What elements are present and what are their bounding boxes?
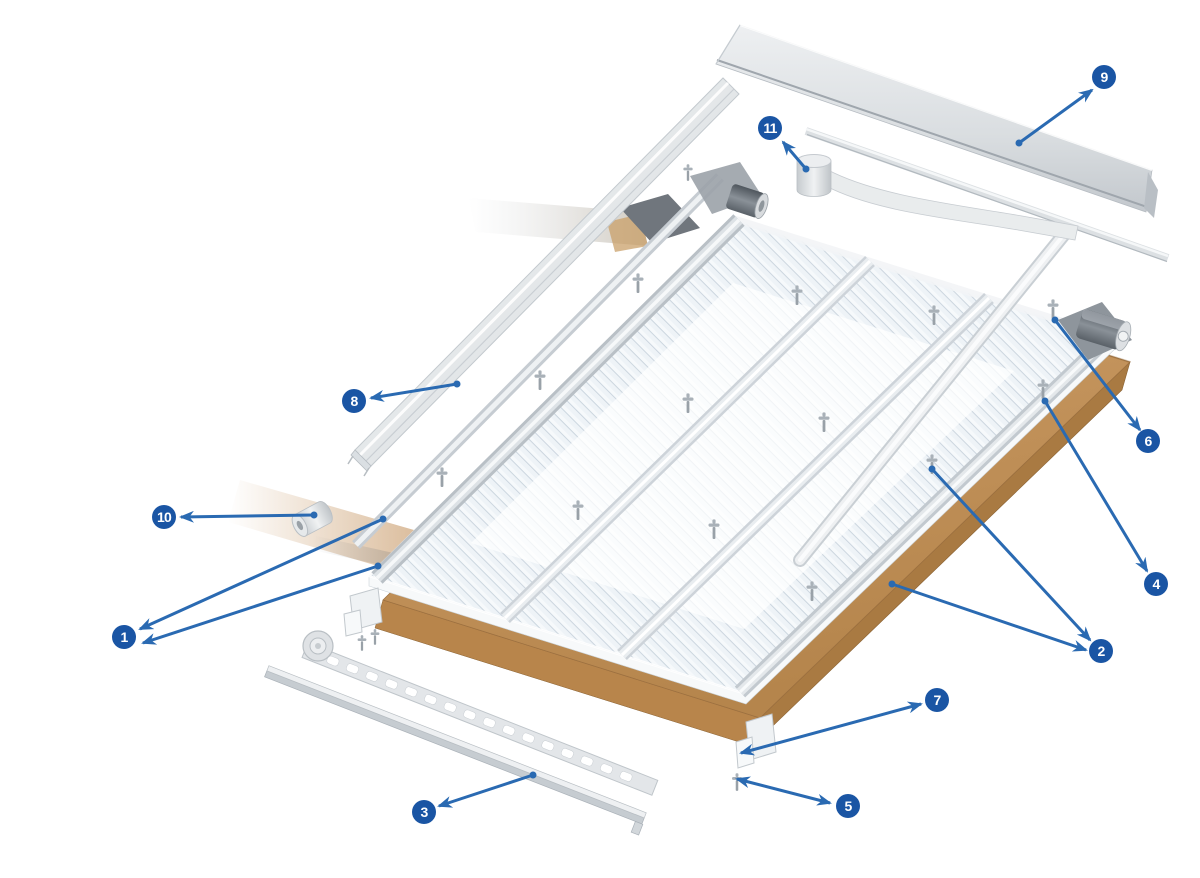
wall-flashing xyxy=(715,24,1158,218)
glazing-bar-intermediate xyxy=(617,292,994,661)
callout-badge-3: 3 xyxy=(412,800,436,824)
leader-arrows xyxy=(138,88,1149,808)
callout-badge-6: 6 xyxy=(1136,429,1160,453)
leader-arrow-10 xyxy=(179,510,315,523)
leader-arrow-1a xyxy=(138,517,384,631)
callout-badge-3-label: 3 xyxy=(420,804,429,820)
callout-badge-4: 4 xyxy=(1144,572,1168,596)
cover-bar-right xyxy=(793,225,1073,567)
f-profile xyxy=(264,665,647,836)
glazing-bar-left-edge xyxy=(371,214,745,584)
callout-badge-8: 8 xyxy=(342,389,366,413)
right-corner-roller xyxy=(1058,302,1132,360)
glazing-bar-right-edge xyxy=(734,330,1116,698)
glazing-bar-intermediate xyxy=(500,255,875,624)
leader-arrow-5 xyxy=(735,776,832,806)
sheet-inner-panel xyxy=(471,283,1014,629)
leader-arrow-8 xyxy=(369,382,458,402)
callout-badge-6-label: 6 xyxy=(1144,433,1153,449)
leader-arrow-2b xyxy=(891,582,1088,652)
leader-arrow-7 xyxy=(739,701,923,756)
leader-arrow-11 xyxy=(781,140,808,170)
callout-badge-7: 7 xyxy=(925,688,949,712)
callout-badge-5: 5 xyxy=(836,794,860,818)
callout-badge-10-label: 10 xyxy=(157,509,172,525)
leader-arrow-3 xyxy=(437,773,534,808)
callout-badge-8-label: 8 xyxy=(350,393,359,409)
anti-dust-tape-roll xyxy=(291,501,333,537)
callout-badge-11: 11 xyxy=(758,116,782,140)
callout-badge-1: 1 xyxy=(112,625,136,649)
screw xyxy=(370,629,380,645)
callout-badge-10: 10 xyxy=(152,505,176,529)
callout-badge-2-label: 2 xyxy=(1097,643,1106,659)
top-cap-channel xyxy=(347,77,740,477)
clip-screw xyxy=(732,773,742,791)
leader-arrow-4 xyxy=(1043,400,1149,573)
callout-badge-9-label: 9 xyxy=(1100,69,1109,85)
screw xyxy=(357,635,367,651)
breather-strip xyxy=(301,630,659,796)
callout-badge-9: 9 xyxy=(1092,65,1116,89)
callout-badge-2: 2 xyxy=(1089,639,1113,663)
callout-badge-1-label: 1 xyxy=(120,629,129,645)
callout-badge-11-label: 11 xyxy=(763,120,777,136)
leader-arrow-9 xyxy=(1018,88,1094,145)
glazing-bars xyxy=(352,173,1116,698)
top-corner-flashing-faded xyxy=(468,194,700,252)
leader-arrow-2a xyxy=(930,467,1092,642)
top-corner-roller xyxy=(690,162,769,219)
callout-badge-4-label: 4 xyxy=(1152,576,1161,592)
leader-arrow-1b xyxy=(141,564,379,645)
wall-bar-strip xyxy=(804,127,1170,263)
callout-badge-5-label: 5 xyxy=(844,798,853,814)
callout-badge-7-label: 7 xyxy=(933,692,942,708)
side-glazing-bar xyxy=(352,173,724,549)
left-corner-clip xyxy=(343,587,383,651)
leader-arrow-6 xyxy=(1053,319,1142,432)
leader-dots xyxy=(310,139,1059,779)
